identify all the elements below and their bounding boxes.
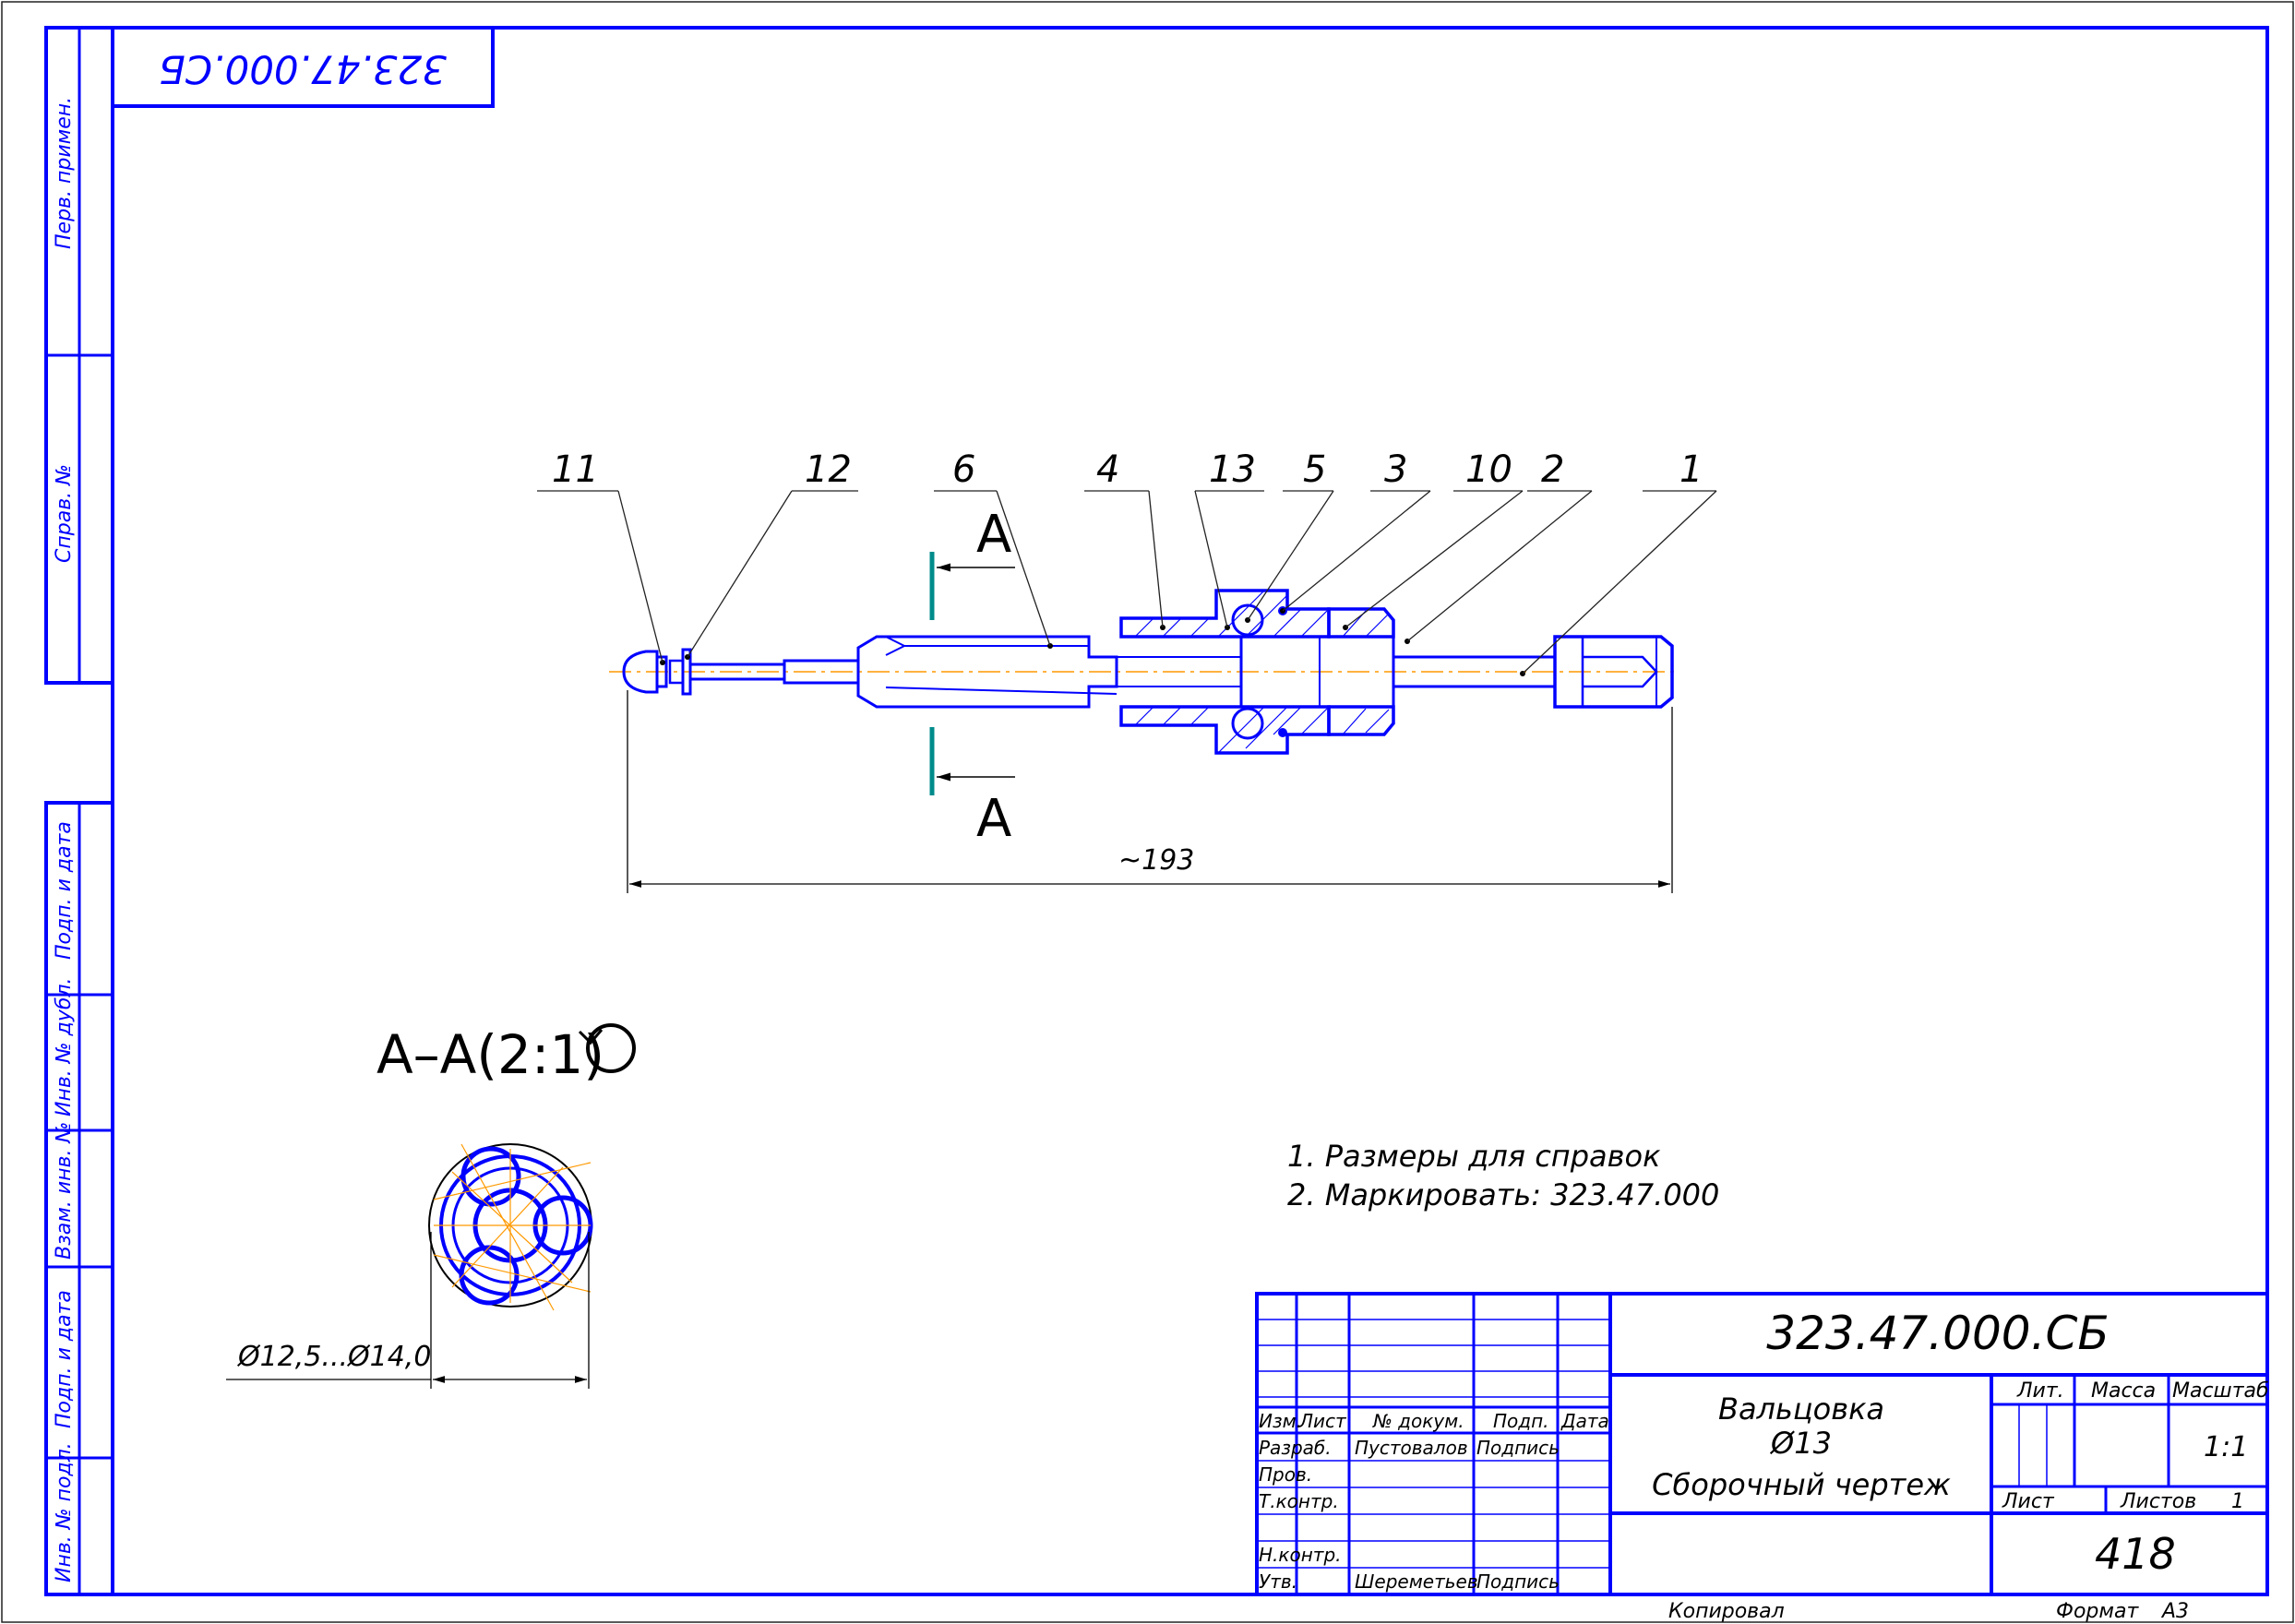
top-code-box: 323.47.000.СБ bbox=[111, 26, 495, 108]
stamp-sheet-label: Лист bbox=[2002, 1490, 2055, 1513]
stamp-role-developer: Разраб. bbox=[1259, 1437, 1332, 1459]
stamp-sign-developer: Подпись bbox=[1476, 1437, 1560, 1459]
title-block: 323.47.000.СБ Вальцовка Ø13 Сборочный че… bbox=[1255, 1292, 2269, 1623]
stamp-name-line-1: Вальцовка bbox=[1718, 1391, 1884, 1427]
stamp-format-value: А3 bbox=[2160, 1600, 2189, 1623]
section-roller-1 bbox=[460, 1146, 521, 1207]
callout-3: 3 bbox=[1384, 448, 1407, 491]
stamp-org: 418 bbox=[2095, 1529, 2176, 1579]
stamp-lit-label: Лит. bbox=[2016, 1379, 2064, 1403]
stamp-role-approved: Утв. bbox=[1259, 1570, 1297, 1593]
overall-dimension: ~193 bbox=[627, 690, 1673, 893]
stamp-role-checker: Пров. bbox=[1259, 1463, 1312, 1486]
stamp-name-line-3: Сборочный чертеж bbox=[1652, 1467, 1951, 1502]
side-label-replace-inv: Взам. инв. № bbox=[53, 1122, 76, 1260]
diameter-dim-text: Ø12,5...Ø14,0 bbox=[236, 1341, 431, 1373]
side-label-sign-date-1: Подп. и дата bbox=[53, 821, 76, 960]
part-5-ball-top bbox=[1231, 603, 1264, 637]
stamp-head-doc: № докум. bbox=[1372, 1410, 1464, 1432]
side-label-sign-date-2: Подп. и дата bbox=[53, 1290, 76, 1428]
rotate-symbol-icon bbox=[586, 1023, 636, 1073]
stamp-sheets-label: Листов bbox=[2120, 1490, 2196, 1513]
callout-11: 11 bbox=[552, 448, 599, 491]
technical-notes: 1. Размеры для справок 2. Маркировать: 3… bbox=[1287, 1139, 1719, 1212]
stamp-mass-label: Масса bbox=[2091, 1379, 2156, 1403]
stamp-name-approved: Шереметьев bbox=[1355, 1570, 1478, 1593]
stamp-head-list: Лист bbox=[1298, 1410, 1347, 1432]
stamp-copied: Копировал bbox=[1668, 1600, 1785, 1623]
side-strip: Перв. примен. Справ. № Подп. и дата Инв.… bbox=[44, 26, 114, 1596]
callout-5: 5 bbox=[1303, 448, 1326, 491]
side-label-dup-inv: Инв. № дубл. bbox=[53, 977, 76, 1116]
callout-6: 6 bbox=[952, 448, 975, 491]
callout-1: 1 bbox=[1679, 448, 1703, 491]
callout-12: 12 bbox=[805, 448, 852, 491]
callout-10: 10 bbox=[1465, 448, 1512, 491]
callout-4: 4 bbox=[1096, 448, 1119, 491]
stamp-head-izm: Изм. bbox=[1259, 1410, 1302, 1432]
callout-2: 2 bbox=[1541, 448, 1564, 491]
overall-dim-text: ~193 bbox=[1118, 844, 1194, 877]
note-1: 1. Размеры для справок bbox=[1287, 1139, 1661, 1174]
stamp-main-code: 323.47.000.СБ bbox=[1766, 1307, 2109, 1360]
stamp-scale-label: Масштаб bbox=[2172, 1379, 2269, 1403]
section-hatching bbox=[433, 1143, 592, 1311]
part-10-nut-bottom bbox=[1327, 705, 1395, 736]
leader-lines bbox=[537, 490, 1717, 675]
note-2: 2. Маркировать: 323.47.000 bbox=[1287, 1177, 1719, 1212]
section-title: А–А(2:1) bbox=[377, 1023, 604, 1086]
side-label-first-use: Перв. примен. bbox=[53, 97, 76, 249]
part-1-square-head bbox=[1553, 635, 1674, 709]
assembly-view: 11 12 6 4 13 5 3 10 2 1 А А ~193 bbox=[537, 448, 1717, 893]
callout-13: 13 bbox=[1209, 448, 1256, 491]
section-view: А–А(2:1) Ø12,5...Ø14,0 bbox=[226, 1023, 636, 1389]
side-label-ref-no: Справ. № bbox=[53, 464, 76, 563]
section-mark-bottom: А bbox=[976, 789, 1011, 849]
stamp-role-norm-control: Н.контр. bbox=[1259, 1544, 1342, 1566]
stamp-head-date: Дата bbox=[1560, 1410, 1609, 1432]
section-cut-marks: А А bbox=[929, 505, 1015, 849]
part-3-pin-bottom bbox=[1278, 728, 1287, 737]
stamp-name-line-2: Ø13 bbox=[1769, 1426, 1832, 1461]
stamp-sign-approved: Подпись bbox=[1476, 1570, 1560, 1593]
top-code-text: 323.47.000.СБ bbox=[159, 47, 447, 92]
part-10-nut-top bbox=[1327, 607, 1395, 639]
part-5-ball-bottom bbox=[1231, 707, 1264, 740]
stamp-head-sign: Подп. bbox=[1493, 1410, 1549, 1432]
stamp-scale-value: 1:1 bbox=[2204, 1431, 2248, 1463]
side-label-orig-inv: Инв. № подл. bbox=[53, 1442, 76, 1582]
section-mark-top: А bbox=[976, 505, 1011, 565]
stamp-format-label: Формат bbox=[2056, 1600, 2139, 1623]
stamp-role-tech-control: Т.контр. bbox=[1259, 1490, 1339, 1512]
stamp-name-developer: Пустовалов bbox=[1355, 1437, 1468, 1459]
stamp-sheets-value: 1 bbox=[2231, 1490, 2244, 1513]
part-11-cap bbox=[622, 650, 659, 694]
